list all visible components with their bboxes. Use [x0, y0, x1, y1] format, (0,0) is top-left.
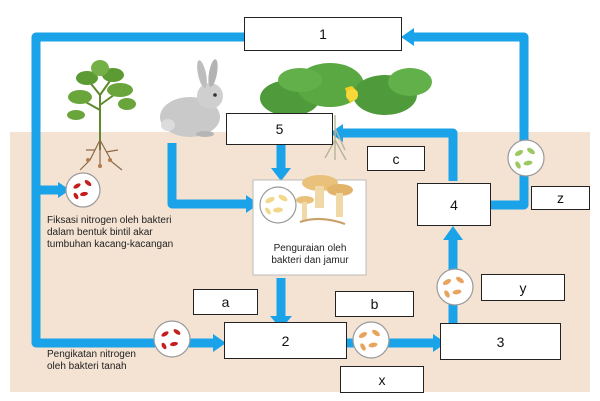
arrowhead-box3: [433, 334, 446, 352]
label-box-c: c: [367, 146, 425, 171]
legume-plant-icon: [67, 60, 136, 171]
bacteria-x: [352, 321, 390, 359]
fixation-caption: Fiksasi nitrogen oleh bakteri dalam bent…: [47, 215, 174, 250]
bacteria-binding: [153, 320, 191, 358]
label-box-y: y: [481, 274, 565, 301]
arrowhead-decomposer-top: [271, 168, 291, 181]
squash-plant-icon: [260, 63, 432, 161]
arrowhead-box1: [401, 28, 414, 46]
rabbit-icon: [160, 59, 223, 137]
label-box-x: x: [340, 366, 424, 393]
label-box-a: a: [193, 289, 258, 315]
bacteria-decomposer: [259, 186, 297, 224]
label-box-2: 2: [224, 322, 347, 359]
label-box-b: b: [335, 291, 414, 317]
bacteria-z: [507, 139, 545, 177]
arrow-box1-to-fixation: [31, 32, 244, 195]
label-box-5: 5: [226, 113, 333, 145]
label-box-3: 3: [440, 323, 561, 360]
binding-caption: Pengikatan nitrogen oleh bakteri tanah: [47, 349, 136, 372]
label-box-4: 4: [417, 183, 491, 226]
decomposition-caption: Penguraian oleh bakteri dan jamur: [271, 243, 349, 266]
arrow-box4-to-plant: [340, 128, 458, 181]
arrowhead-box2: [213, 334, 226, 352]
arrowhead-box4: [443, 226, 463, 240]
arrow-box4-to-box1: [412, 32, 529, 210]
mushroom-icon: [296, 175, 353, 225]
arrow-rabbit-to-decomposer: [167, 143, 248, 209]
bacteria-y: [436, 268, 474, 306]
arrowhead-fixation: [58, 182, 70, 198]
bacteria-fixation: [65, 172, 101, 208]
label-box-1: 1: [244, 17, 402, 51]
label-box-z: z: [531, 186, 590, 210]
